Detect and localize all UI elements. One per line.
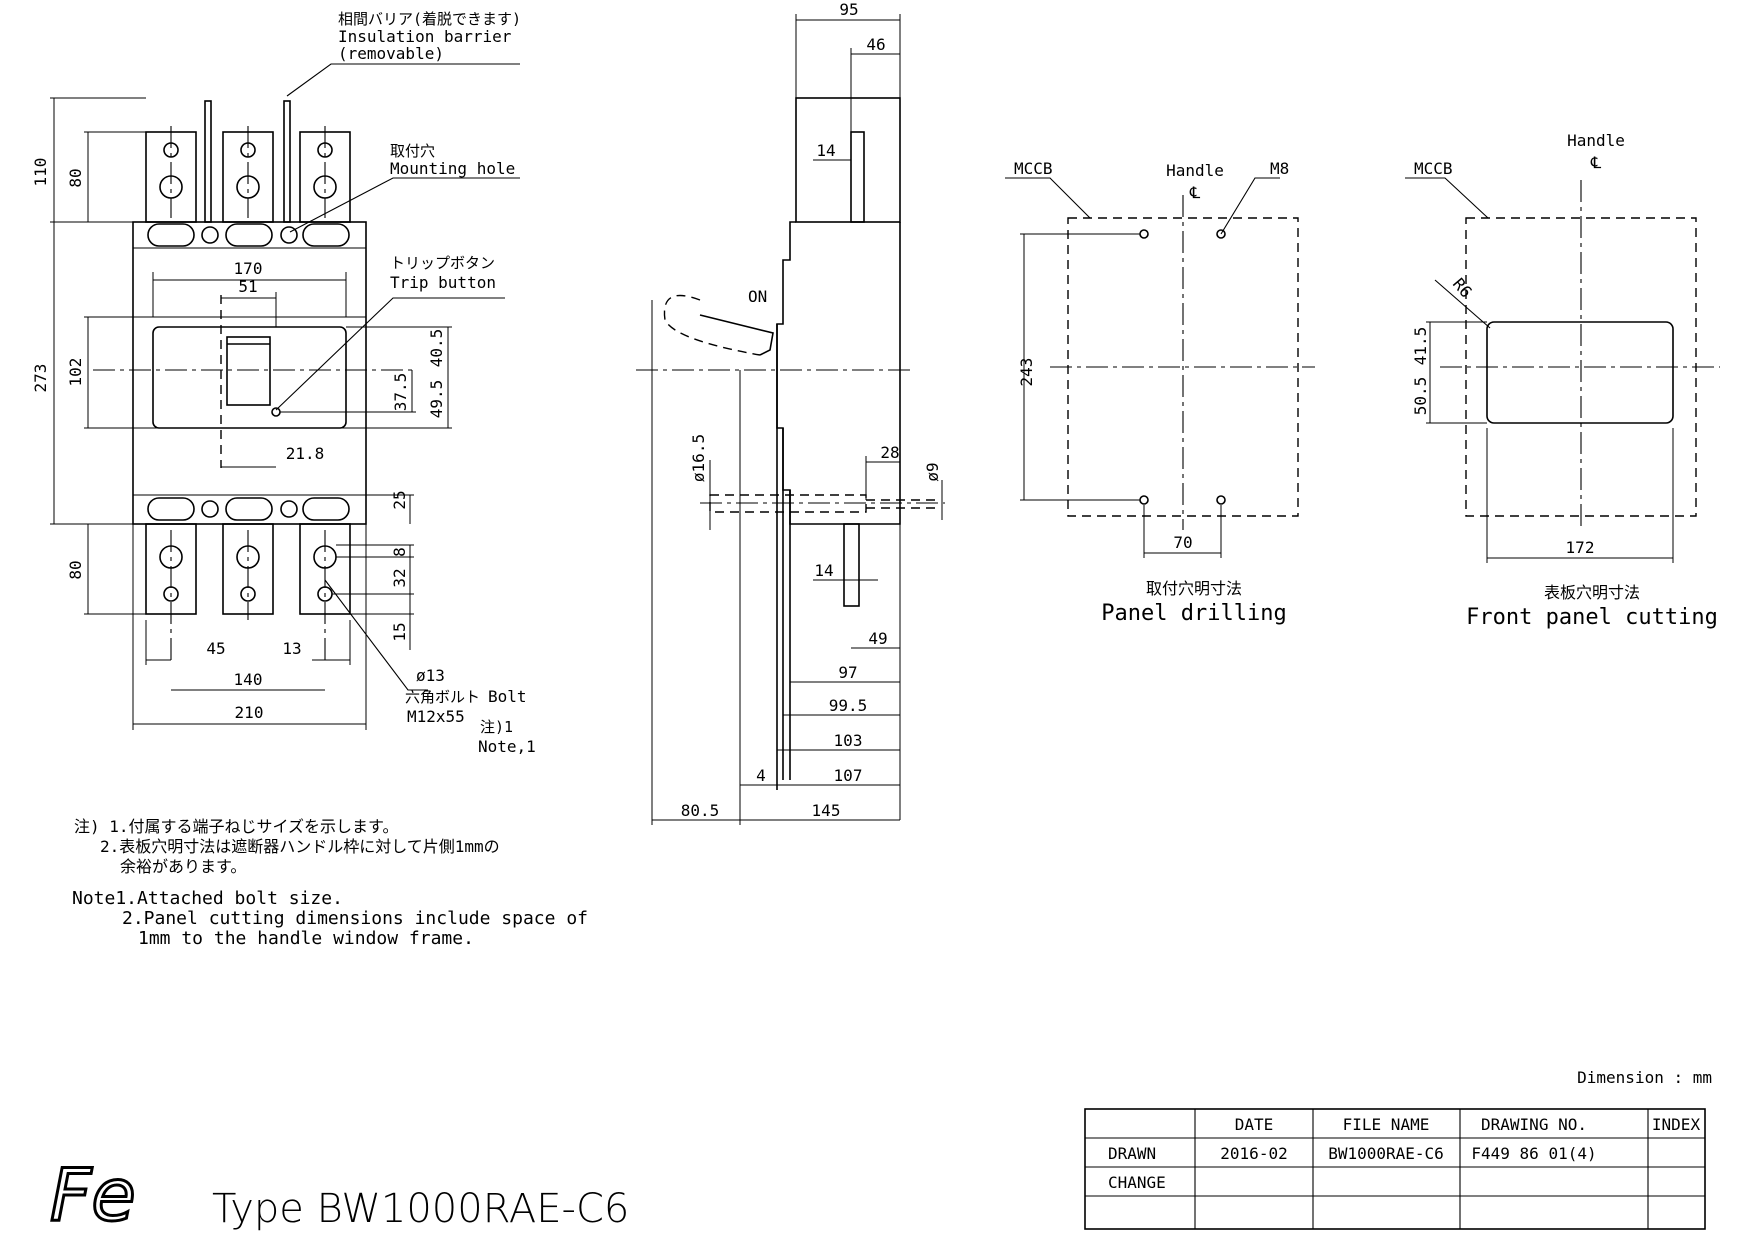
dim-25: 25 (390, 490, 409, 509)
side-view-dimensions: 95 46 14 ø16.5 28 ø9 14 49 97 99.5 103 1… (681, 0, 942, 820)
note-jp-2: 2.表板穴明寸法は遮断器ハンドル枠に対して片側1mmの (100, 837, 500, 856)
note-en-1: Note1.Attached bolt size. (72, 888, 343, 909)
note-ref-jp: 注)1 (480, 718, 513, 736)
centerline-symbol-drilling: ℄ (1189, 183, 1201, 202)
front-view-dimensions: 110 273 80 102 80 170 51 40.5 37.5 49.5 … (31, 158, 446, 722)
m8-label: M8 (1270, 159, 1289, 178)
dim-14-bottom: 14 (814, 561, 833, 580)
header-index: INDEX (1652, 1115, 1701, 1134)
dim-37-5: 37.5 (391, 373, 410, 412)
dim-80-5: 80.5 (681, 801, 720, 820)
panel-drilling-view (1005, 177, 1315, 558)
dim-210: 210 (235, 703, 264, 722)
type-title: Type BW1000RAE-C6 (212, 1186, 629, 1232)
bolt-size-label: M12x55 (407, 707, 465, 726)
r6-label: R6 (1449, 274, 1476, 301)
bolt-diameter-label: ø13 (416, 666, 445, 685)
mounting-hole-label: Mounting hole (390, 159, 515, 178)
panel-drilling-caption: Panel drilling (1101, 601, 1286, 626)
dim-dia-16-5: ø16.5 (689, 434, 708, 482)
dim-273: 273 (31, 364, 50, 393)
header-drawing-no: DRAWING NO. (1481, 1115, 1587, 1134)
dim-45: 45 (206, 639, 225, 658)
header-date: DATE (1235, 1115, 1274, 1134)
dim-49: 49 (868, 629, 887, 648)
note-jp-3: 余裕があります。 (120, 857, 246, 876)
dim-8: 8 (390, 547, 409, 557)
handle-label-cutting: Handle (1567, 131, 1625, 150)
dim-243: 243 (1017, 358, 1036, 387)
title-block-grid (1084, 1108, 1706, 1230)
dim-50-5: 50.5 (1411, 377, 1430, 416)
dim-172: 172 (1566, 538, 1595, 557)
dim-95: 95 (839, 0, 858, 19)
side-view (636, 14, 945, 825)
dim-70: 70 (1173, 533, 1192, 552)
dim-107: 107 (834, 766, 863, 785)
units-label: Dimension : mm (1577, 1068, 1712, 1087)
dim-140: 140 (234, 670, 263, 689)
mounting-hole-jp-label: 取付穴 (390, 142, 435, 160)
barrier-en-label-2: (removable) (338, 44, 444, 63)
mccb-label-drilling: MCCB (1014, 159, 1053, 178)
header-file-name: FILE NAME (1343, 1115, 1430, 1134)
dim-80-bottom: 80 (66, 560, 85, 579)
drawn-file-name: BW1000RAE-C6 (1328, 1144, 1444, 1163)
dim-46: 46 (866, 35, 885, 54)
dim-145: 145 (812, 801, 841, 820)
fe-logo: Fe (49, 1152, 138, 1239)
trip-button-jp-label: トリップボタン (390, 254, 495, 272)
front-view (50, 63, 520, 730)
note-ref-en: Note,1 (478, 737, 536, 756)
bolt-label: Bolt (488, 687, 527, 706)
row-drawn-label: DRAWN (1108, 1144, 1156, 1163)
dim-32: 32 (390, 568, 409, 587)
row-change-label: CHANGE (1108, 1173, 1166, 1192)
trip-button-label: Trip button (390, 273, 496, 292)
dim-dia-9: ø9 (923, 462, 942, 481)
note-jp-1: 注) 1.付属する端子ねじサイズを示します。 (74, 817, 398, 836)
dim-51: 51 (238, 277, 257, 296)
dim-15: 15 (390, 622, 409, 641)
barrier-en-label: Insulation barrier (338, 27, 512, 46)
panel-drilling-jp-caption: 取付穴明寸法 (1146, 579, 1242, 598)
dim-28: 28 (880, 443, 899, 462)
dim-21-8: 21.8 (286, 444, 325, 463)
handle-label-drilling: Handle (1166, 161, 1224, 180)
bolt-jp-label: 六角ボルト (405, 688, 480, 706)
dim-97: 97 (838, 663, 857, 682)
dim-40-5: 40.5 (427, 329, 446, 368)
title-block-text: DATE FILE NAME DRAWING NO. INDEX DRAWN 2… (1108, 1115, 1700, 1192)
centerline-symbol-cutting: ℄ (1590, 153, 1602, 172)
on-position-label: ON (748, 287, 767, 306)
front-panel-cutting-caption: Front panel cutting (1466, 605, 1718, 630)
front-panel-cutting-jp-caption: 表板穴明寸法 (1544, 583, 1640, 602)
dim-80-top: 80 (66, 168, 85, 187)
dim-4: 4 (756, 766, 766, 785)
drawn-date: 2016-02 (1220, 1144, 1287, 1163)
front-panel-cutting-view (1405, 177, 1720, 563)
dim-99-5: 99.5 (829, 696, 868, 715)
drawn-drawing-no: F449 86 01(4) (1471, 1144, 1596, 1163)
dim-110: 110 (31, 158, 50, 187)
barrier-jp-label: 相間バリア(着脱できます) (338, 10, 521, 28)
mccb-label-cutting: MCCB (1414, 159, 1453, 178)
dim-170: 170 (234, 259, 263, 278)
note-en-2: 2.Panel cutting dimensions include space… (122, 908, 588, 929)
dim-103: 103 (834, 731, 863, 750)
dim-49-5: 49.5 (427, 380, 446, 419)
dim-41-5: 41.5 (1411, 327, 1430, 366)
note-en-3: 1mm to the handle window frame. (138, 928, 474, 949)
svg-text:Fe: Fe (50, 1153, 136, 1237)
dim-102: 102 (66, 358, 85, 387)
dim-14-top: 14 (816, 141, 835, 160)
dim-13: 13 (282, 639, 301, 658)
